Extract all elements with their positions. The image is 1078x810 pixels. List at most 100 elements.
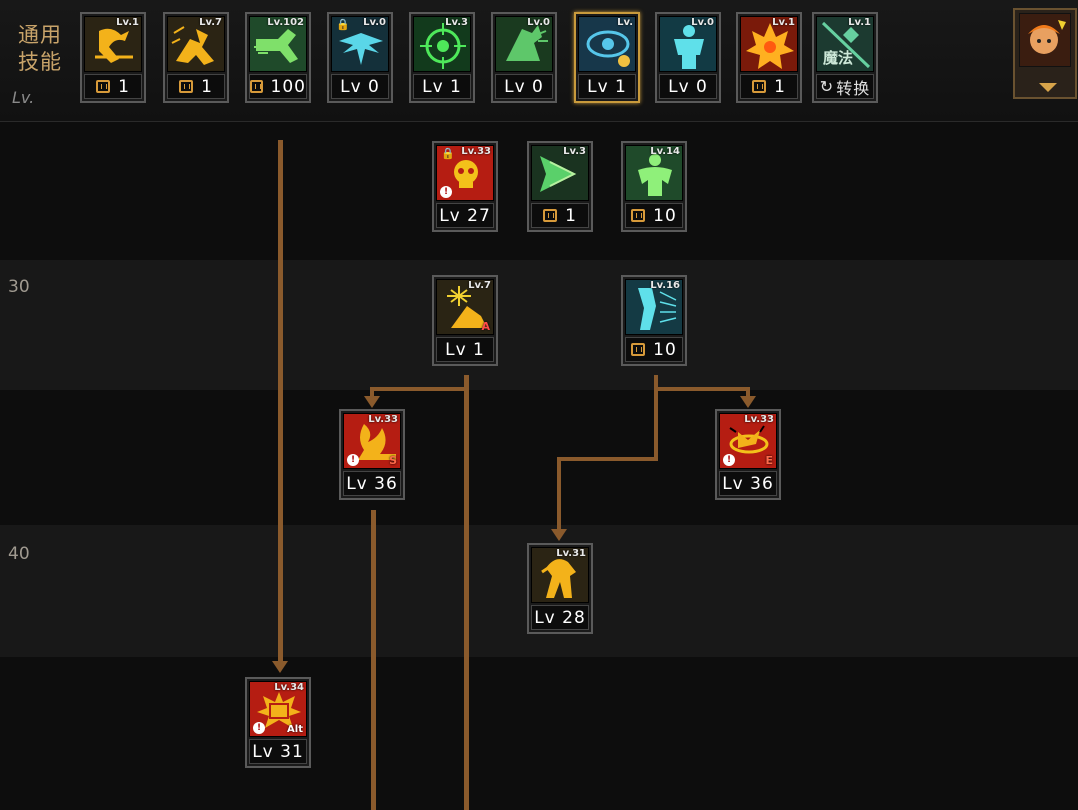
skill-level-tag: Lv.3 <box>445 17 468 28</box>
character-portrait-icon <box>1019 13 1071 67</box>
hotkey-letter: S <box>389 454 397 467</box>
skill-book-icon <box>543 209 558 222</box>
skill-slot-gold-fighter[interactable]: Lv.31 Lv 28 <box>527 543 593 634</box>
skill-slot-spin[interactable]: Lv.33 ! E Lv 36 <box>715 409 781 500</box>
skill-slot-fire-kick[interactable]: Lv.33 ! S Lv 36 <box>339 409 405 500</box>
skill-value: Lv 1 <box>445 339 485 360</box>
beast-icon: Lv.0 <box>495 16 553 72</box>
skill-slot-crouch[interactable]: Lv.7 1 <box>163 12 229 103</box>
tier-band <box>0 657 1078 810</box>
skill-level-tag: Lv.0 <box>363 17 386 28</box>
skill-slot-footer: Lv 1 <box>578 74 636 99</box>
skill-level-tag: Lv.0 <box>527 17 550 28</box>
skill-slot-footer: Lv 1 <box>413 74 471 99</box>
skill-slot-footer: 1 <box>167 74 225 99</box>
skill-value: 1 <box>565 205 577 226</box>
skill-slot-footer: Lv 31 <box>249 739 307 764</box>
skill-value: Lv 1 <box>587 76 627 97</box>
body-icon: Lv.0 <box>659 16 717 72</box>
skill-slot-leg[interactable]: Lv.16 10 <box>621 275 687 366</box>
skill-slot-spark[interactable]: Lv.7 A Lv 1 <box>432 275 498 366</box>
skill-slot-footer: Lv 36 <box>343 471 401 496</box>
warning-icon: ! <box>723 454 735 466</box>
skill-slot-footer: Lv 0 <box>659 74 717 99</box>
spark-icon: Lv.7 A <box>436 279 494 335</box>
leg-icon: Lv.16 <box>625 279 683 335</box>
skill-slot-footer: Lv 0 <box>331 74 389 99</box>
skill-slot-footer: Lv 36 <box>719 471 777 496</box>
skill-slot-skull[interactable]: 🔒 Lv.33 ! Lv 27 <box>432 141 498 232</box>
skill-slot-footer: 10 <box>625 203 683 228</box>
skill-level-tag: Lv.7 <box>199 17 222 28</box>
skill-level-tag: Lv.14 <box>650 146 680 157</box>
skill-value: Lv 1 <box>422 76 462 97</box>
skill-value: Lv 0 <box>340 76 380 97</box>
skill-slot-footer: Lv 27 <box>436 203 494 228</box>
skull-icon: 🔒 Lv.33 ! <box>436 145 494 201</box>
skill-level-tag: Lv.3 <box>563 146 586 157</box>
skill-level-tag: Lv.0 <box>691 17 714 28</box>
gold-fighter-icon: Lv.31 <box>531 547 589 603</box>
skill-level-tag: Lv.1 <box>848 17 871 28</box>
kick-icon: Lv.1 <box>84 16 142 72</box>
skill-book-icon <box>631 209 646 222</box>
skill-slot-wings[interactable]: 🔒 Lv.0 Lv 0 <box>327 12 393 103</box>
skill-slot-beast[interactable]: Lv.0 Lv 0 <box>491 12 557 103</box>
skill-value: 10 <box>653 205 677 226</box>
title-line-1: 通用 <box>18 23 62 47</box>
skill-slot-eye[interactable]: Lv. Lv 1 <box>574 12 640 103</box>
chevron-down-icon[interactable] <box>1039 83 1057 92</box>
skill-slot-footer: 1 <box>740 74 798 99</box>
skill-slot-magic-convert[interactable]: Lv.1 魔法 ↻转换 <box>812 12 878 103</box>
skill-slot-footer: 100 <box>249 74 307 99</box>
skill-level-tag: Lv.33 <box>744 414 774 425</box>
skill-slot-dash[interactable]: Lv.102 100 <box>245 12 311 103</box>
skill-book-icon <box>631 343 646 356</box>
connector-arrow <box>364 396 380 408</box>
skill-book-icon <box>96 80 111 93</box>
fire-kick-icon: Lv.33 ! S <box>343 413 401 469</box>
skill-value: Lv 0 <box>504 76 544 97</box>
dash-icon: Lv.102 <box>249 16 307 72</box>
connector-line <box>278 140 283 663</box>
aura-icon: Lv.34 ! Alt <box>249 681 307 737</box>
flame-icon: Lv.1 <box>740 16 798 72</box>
skill-slot-flame[interactable]: Lv.1 1 <box>736 12 802 103</box>
skill-slot-kick[interactable]: Lv.1 1 <box>80 12 146 103</box>
skill-value: 转换 <box>836 78 871 98</box>
crosshair-icon: Lv.3 <box>413 16 471 72</box>
lv-label: Lv. <box>12 88 35 107</box>
connector-line <box>654 375 658 461</box>
skill-level-tag: Lv.33 <box>461 146 491 157</box>
skill-value: Lv 0 <box>668 76 708 97</box>
skill-slot-slash[interactable]: Lv.3 1 <box>527 141 593 232</box>
skill-slot-footer: 1 <box>84 74 142 99</box>
skill-slot-aura[interactable]: Lv.34 ! Alt Lv 31 <box>245 677 311 768</box>
connector-arrow <box>551 529 567 541</box>
skill-level-tag: Lv. <box>617 17 633 28</box>
connector-line <box>557 457 658 461</box>
skill-value: Lv 36 <box>722 473 774 494</box>
level-marker-40: 40 <box>8 544 30 564</box>
crouch-icon: Lv.7 <box>167 16 225 72</box>
hotkey-letter: E <box>765 454 773 467</box>
skill-slot-footer: 10 <box>625 337 683 362</box>
skill-slot-crosshair[interactable]: Lv.3 Lv 1 <box>409 12 475 103</box>
character-dropdown[interactable] <box>1013 8 1077 99</box>
connector-arrow <box>740 396 756 408</box>
skill-value: Lv 31 <box>252 741 304 762</box>
skill-level-tag: Lv.7 <box>468 280 491 291</box>
wings-icon: 🔒 Lv.0 <box>331 16 389 72</box>
skill-level-tag: Lv.33 <box>368 414 398 425</box>
skill-slot-body[interactable]: Lv.0 Lv 0 <box>655 12 721 103</box>
magic-icon: Lv.1 魔法 <box>816 16 874 72</box>
level-marker-30: 30 <box>8 277 30 297</box>
warning-icon: ! <box>253 722 265 734</box>
skill-slot-torso[interactable]: Lv.14 10 <box>621 141 687 232</box>
connector-line <box>557 457 561 531</box>
skill-value: 10 <box>653 339 677 360</box>
lock-icon: 🔒 <box>336 18 350 31</box>
hotkey-letter: Alt <box>287 724 303 735</box>
tier-band <box>0 390 1078 525</box>
